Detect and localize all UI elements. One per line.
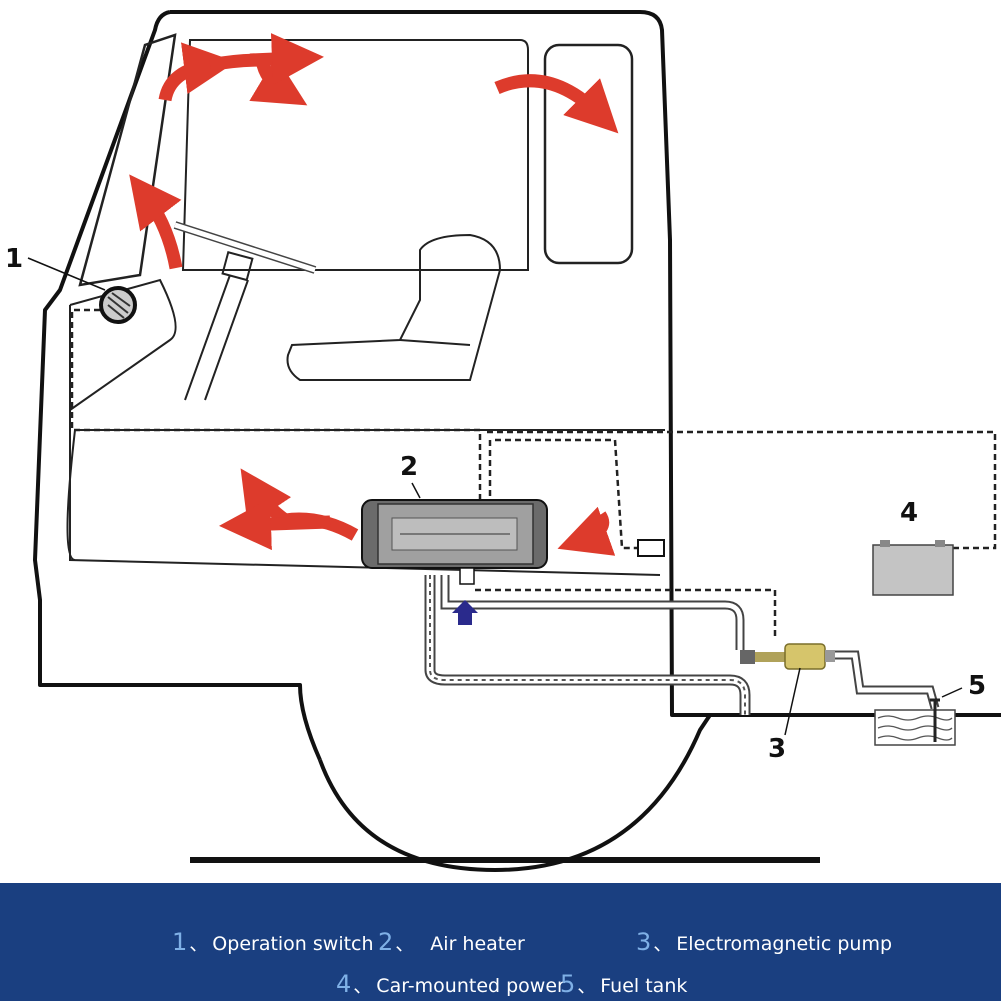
callout-2: 2	[400, 452, 418, 482]
legend-label: Operation switch	[212, 933, 373, 955]
legend-separator: 、	[577, 975, 596, 997]
fuel-lines	[430, 575, 935, 715]
legend-item-fuel-tank: 5、Fuel tank	[560, 970, 687, 998]
legend-label: Electromagnetic pump	[676, 933, 892, 955]
legend-item-car-mounted-power: 4、Car-mounted power	[336, 970, 565, 998]
legend-label: Air heater	[430, 933, 524, 955]
fuel-tank	[875, 700, 955, 745]
legend-separator: 、	[653, 933, 672, 955]
wire-connector	[638, 540, 664, 556]
legend-label: Fuel tank	[600, 975, 687, 997]
legend-number: 3	[636, 928, 651, 956]
legend-separator: 、	[395, 933, 414, 955]
legend-number: 2	[378, 928, 393, 956]
legend-label: Car-mounted power	[376, 975, 565, 997]
callout-1: 1	[5, 244, 23, 274]
heater-installation-diagram: 1 2 3 4 5	[0, 0, 1001, 883]
legend-number: 5	[560, 970, 575, 998]
callout-4: 4	[900, 498, 918, 528]
legend-item-electromagnetic-pump: 3、Electromagnetic pump	[636, 928, 892, 956]
legend-number: 4	[336, 970, 351, 998]
legend-item-operation-switch: 1、Operation switch	[172, 928, 374, 956]
legend-item-air-heater: 2、 Air heater	[378, 928, 525, 956]
legend-separator: 、	[353, 975, 372, 997]
legend-number: 1	[172, 928, 187, 956]
legend-separator: 、	[189, 933, 208, 955]
operation-switch	[101, 288, 135, 322]
electromagnetic-pump	[740, 644, 835, 669]
windows	[80, 35, 632, 285]
callout-5: 5	[968, 671, 986, 701]
legend-bar: 1、Operation switch 2、Air heater 3、Electr…	[0, 883, 1001, 1001]
airflow-arrows	[145, 58, 603, 540]
wiring-harness	[72, 310, 995, 640]
callout-3: 3	[768, 734, 786, 764]
car-mounted-power	[873, 540, 953, 595]
